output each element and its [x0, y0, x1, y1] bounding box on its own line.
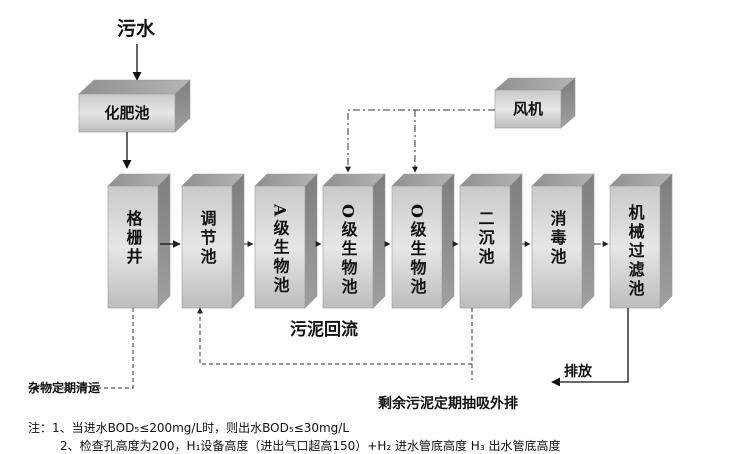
anoxic-bio-tank-box: A级生物池	[254, 173, 318, 309]
sewage-inlet-label: 污水	[117, 18, 156, 40]
screen-well-label: 格栅井	[124, 209, 143, 267]
discharge-label: 排放	[564, 363, 593, 380]
disinfection-tank-box: 消毒池	[531, 173, 595, 309]
excess-sludge-label: 剩余污泥定期抽吸外排	[378, 395, 518, 412]
anoxic-bio-tank-label: A级生物池	[271, 203, 290, 295]
sludge-return-line	[197, 307, 473, 365]
mechanical-filter-tank-label: 机械过滤池	[626, 203, 645, 299]
equalization-tank-label: 调节池	[198, 210, 217, 267]
equalization-tank-box: 调节池	[181, 173, 245, 309]
blower-box: 风机	[494, 77, 576, 129]
secondary-clarifier-label: 二沉池	[476, 210, 495, 267]
blower-label: 风机	[513, 100, 543, 118]
discharge-arrow	[551, 308, 629, 387]
aerobic-bio-tank-2-label: O级生物池	[408, 204, 427, 297]
screen-well-box: 格栅井	[107, 173, 171, 309]
debris-label: 杂物定期清运	[28, 380, 100, 395]
note-line-1: 注：1、当进水BOD₅≤200mg/L时，则出水BOD₅≤30mg/L	[28, 421, 350, 435]
sludge-return-label: 污泥回流	[290, 319, 358, 340]
aerobic-bio-tank-2-box: O级生物池	[391, 173, 455, 309]
septic-tank-box: 化肥池	[78, 79, 191, 133]
debris-line	[31, 308, 134, 391]
septic-tank-label: 化肥池	[104, 104, 149, 122]
mechanical-filter-tank-box: 机械过滤池	[609, 173, 673, 309]
process-units: 格栅井 调节池 A级生物池 O级生物池 O级生物池 二沉池 消毒池 机械过滤池	[107, 173, 673, 309]
aerobic-bio-tank-1-label: O级生物池	[339, 204, 358, 297]
air-line-to-o1	[345, 109, 495, 173]
disinfection-tank-label: 消毒池	[548, 209, 567, 267]
aerobic-bio-tank-1-box: O级生物池	[322, 173, 386, 309]
secondary-clarifier-box: 二沉池	[459, 173, 523, 309]
